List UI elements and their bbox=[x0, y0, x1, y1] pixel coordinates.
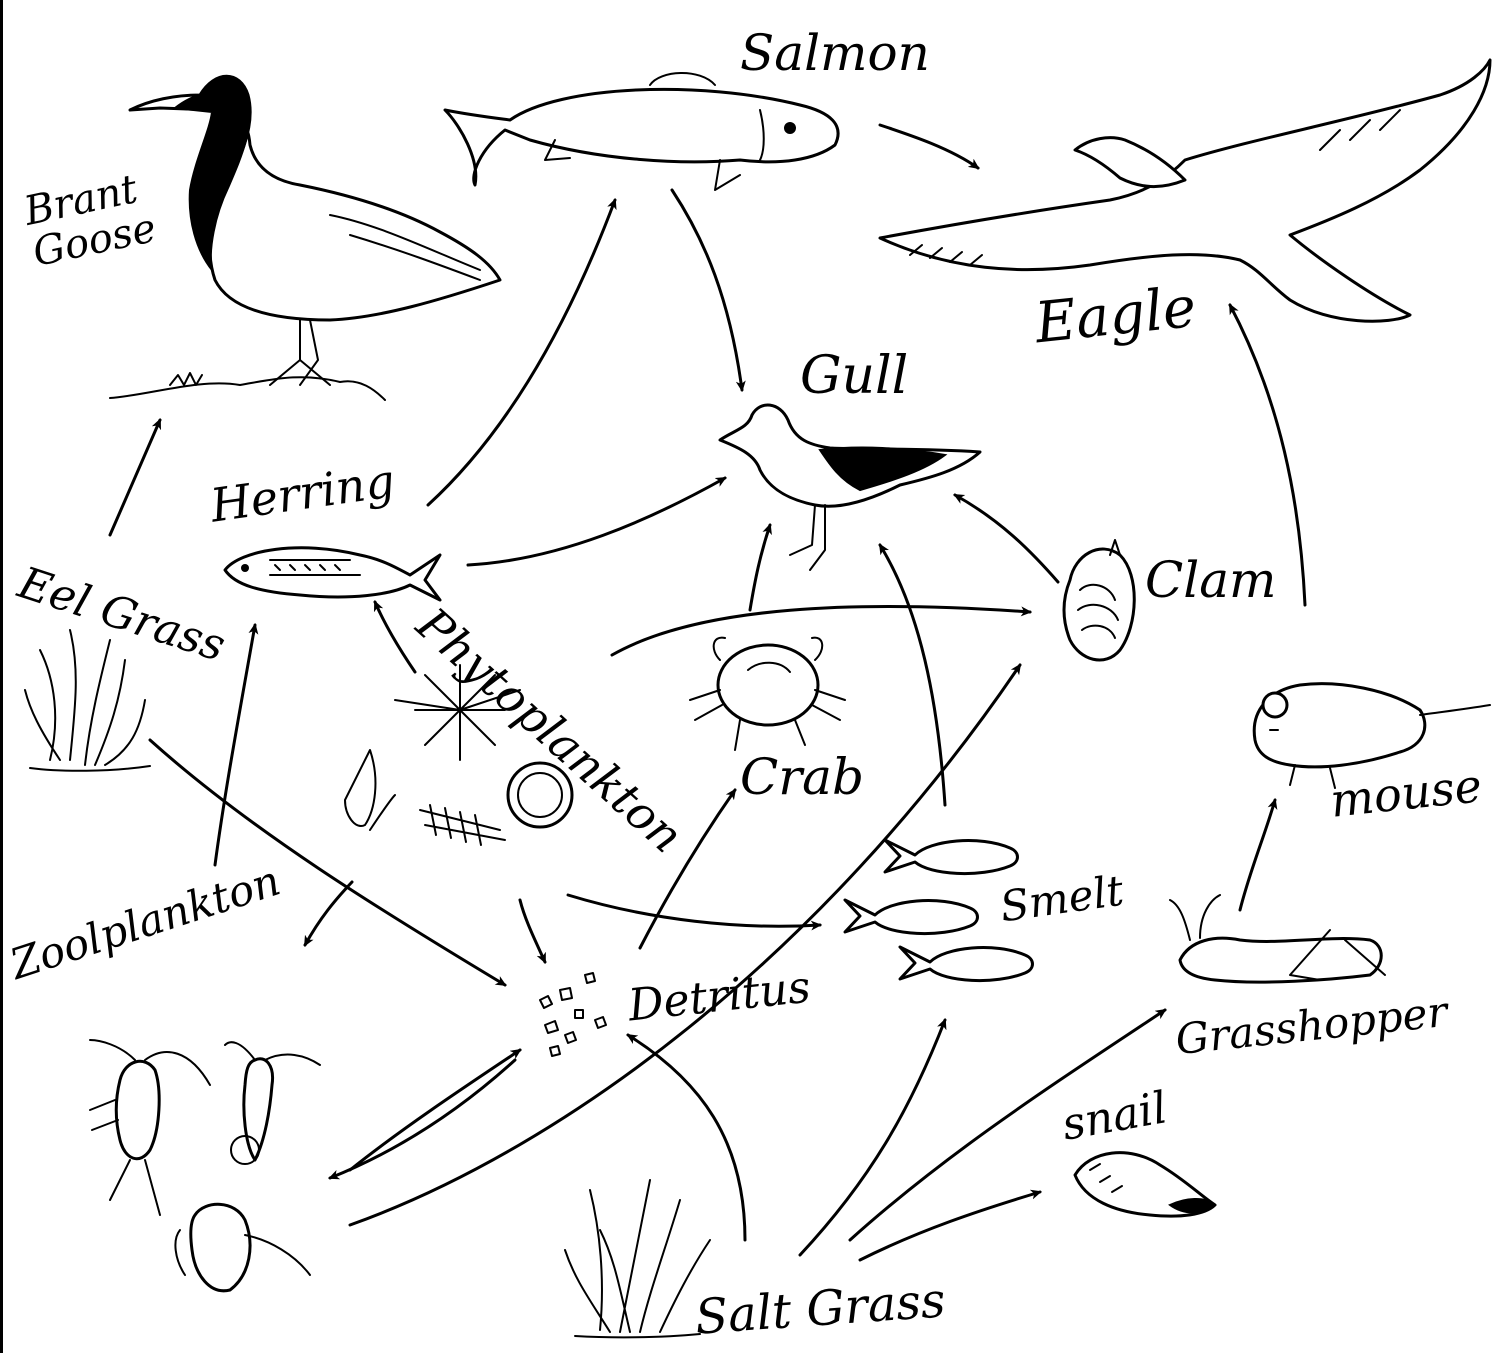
label-crab: Crab bbox=[740, 752, 864, 802]
gull-illustration bbox=[720, 405, 980, 570]
eel-grass-illustration bbox=[25, 630, 150, 771]
salmon-illustration bbox=[445, 73, 838, 190]
clam-illustration bbox=[1064, 540, 1134, 660]
zooplankton-illustration bbox=[90, 1040, 320, 1291]
salt-grass-illustration bbox=[565, 1180, 710, 1337]
herring-illustration bbox=[225, 548, 440, 600]
grasshopper-illustration bbox=[1170, 895, 1385, 982]
label-eagle: Eagle bbox=[1033, 280, 1199, 353]
crab-illustration bbox=[690, 638, 845, 750]
label-gull: Gull bbox=[800, 350, 908, 402]
detritus-illustration bbox=[540, 973, 606, 1056]
snail-illustration bbox=[1075, 1153, 1215, 1216]
label-clam: Clam bbox=[1145, 555, 1276, 605]
label-salmon: Salmon bbox=[740, 28, 930, 78]
brant-goose-illustration bbox=[110, 76, 500, 400]
